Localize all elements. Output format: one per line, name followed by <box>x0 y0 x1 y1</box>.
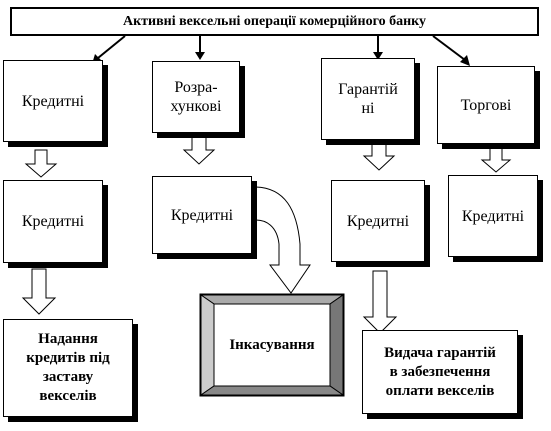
arrow-settlement <box>182 135 216 165</box>
bottom-box-guarantees: Видача гарантій в забезпечення оплати ве… <box>362 330 518 414</box>
top-box-settlement: Розра- хункові <box>152 61 240 133</box>
middle-box-credit: Кредитні <box>3 180 103 263</box>
arrow-trade <box>480 147 512 173</box>
arrow-guarantee-1 <box>362 139 396 171</box>
bottom-box-collection: Інкасування <box>229 336 315 353</box>
arrow-curved <box>255 186 311 294</box>
middle-box-trade: Кредитні <box>448 175 538 257</box>
top-box-guarantee: Гарантій ні <box>321 58 415 140</box>
bottom-box-loans: Надання кредитів під заставу векселів <box>3 319 133 417</box>
arrow-credit-1 <box>24 149 58 178</box>
arrow-credit-2 <box>21 268 57 315</box>
top-box-trade: Торгові <box>437 66 535 144</box>
arrow-guarantee-2 <box>362 270 398 334</box>
middle-box-settlement: Кредитні <box>152 176 252 254</box>
diagram-title: Активні вексельні операції комерційного … <box>10 7 539 36</box>
middle-box-guarantee: Кредитні <box>331 180 425 262</box>
top-box-credit: Кредитні <box>3 60 103 142</box>
